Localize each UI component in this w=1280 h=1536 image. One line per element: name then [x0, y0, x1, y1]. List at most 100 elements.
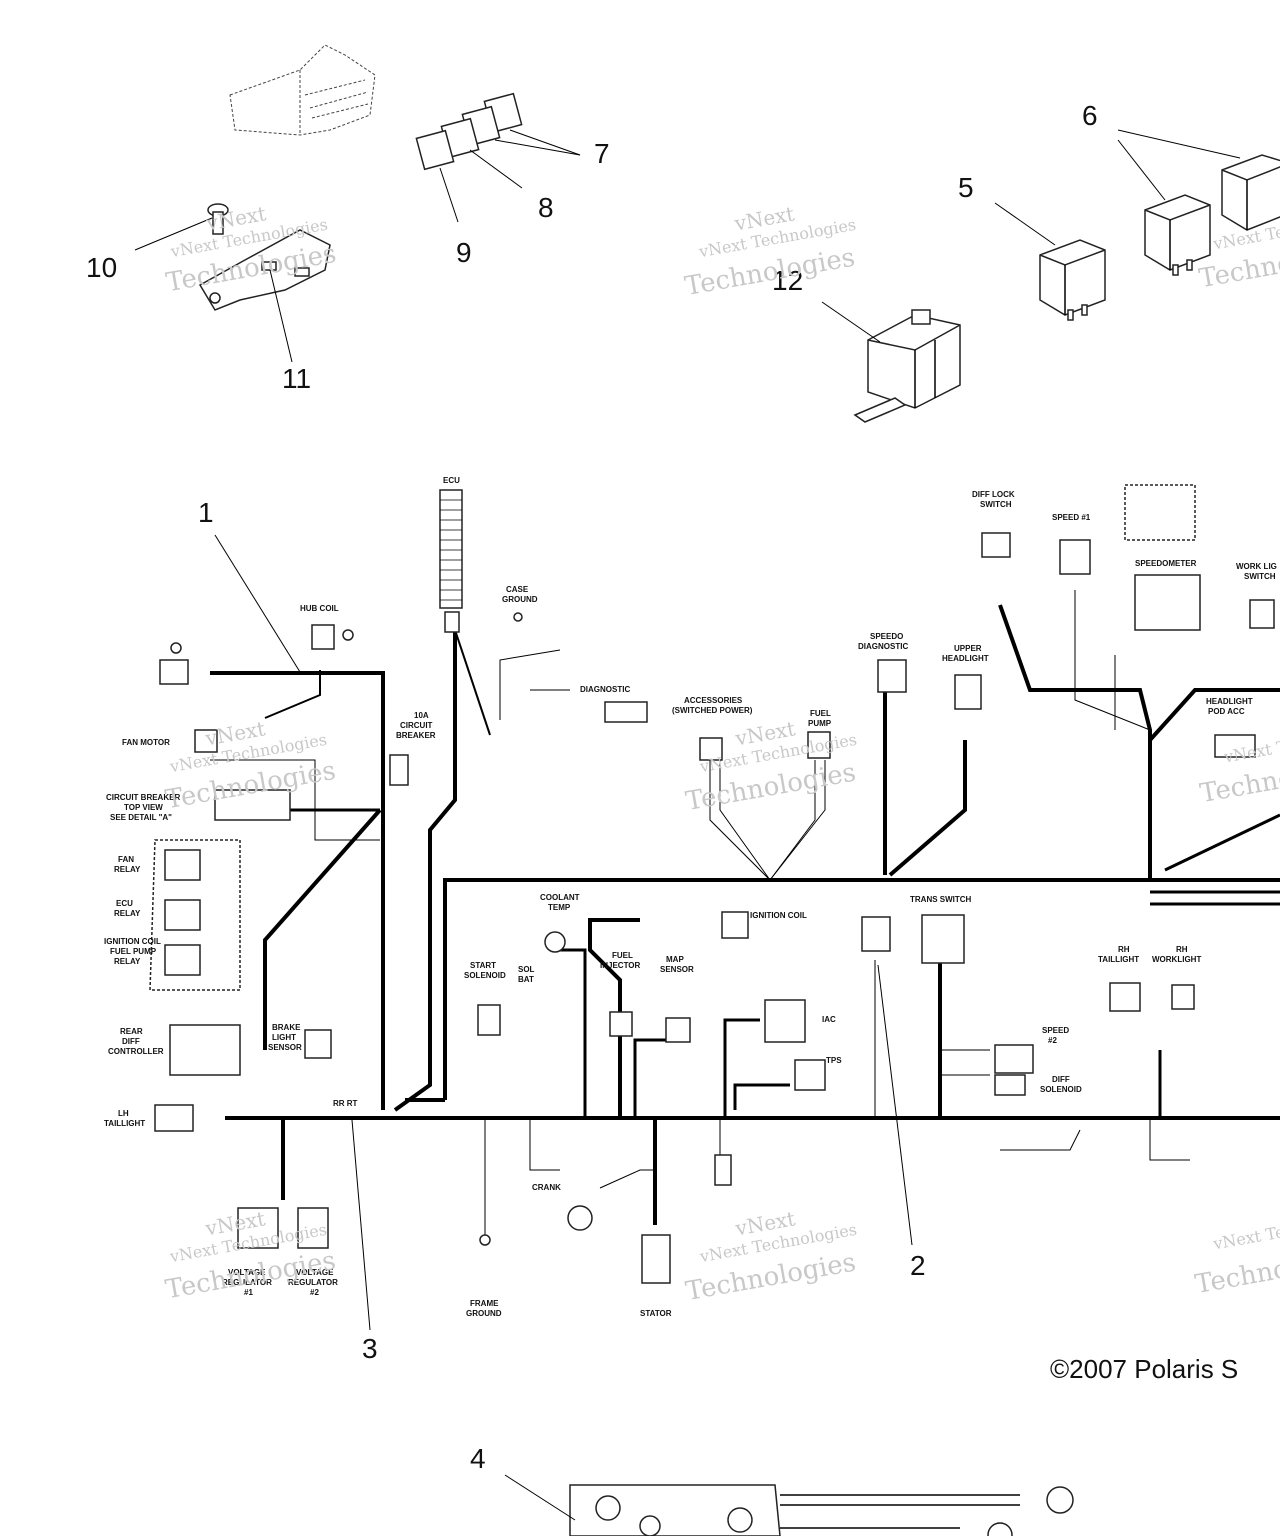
- label-headlight-pod-1: HEADLIGHT: [1206, 697, 1253, 706]
- relay-6-part-b: [1221, 154, 1280, 231]
- callout-10: 10: [86, 252, 117, 283]
- cb-10a-part: [389, 754, 409, 786]
- label-frame-ground-1: FRAME: [470, 1299, 499, 1308]
- label-coolant-2: TEMP: [548, 903, 571, 912]
- label-fan-relay-2: RELAY: [114, 865, 141, 874]
- label-vr2-1: VOLTAGE: [296, 1268, 334, 1277]
- relay-6-part-a: [1144, 194, 1211, 276]
- ignition-coil-connector: [721, 911, 749, 939]
- label-speedo-diag-1: SPEEDO: [870, 632, 903, 641]
- label-map-1: MAP: [666, 955, 684, 964]
- label-diff-sol-2: SOLENOID: [1040, 1085, 1082, 1094]
- label-brake-light-1: BRAKE: [272, 1023, 301, 1032]
- label-upper-headlight-1: UPPER: [954, 644, 982, 653]
- label-ign-relay-1: IGNITION COIL: [104, 937, 161, 946]
- fan-motor-connector: [194, 729, 218, 753]
- fuse-box-part: [229, 44, 376, 136]
- label-rr-rt: RR RT: [333, 1099, 358, 1108]
- label-tps: TPS: [826, 1056, 842, 1065]
- label-rh-tail-2: TAILLIGHT: [1098, 955, 1139, 964]
- label-frame-ground-2: GROUND: [466, 1309, 502, 1318]
- label-ign-relay-2: FUEL PUMP: [110, 947, 157, 956]
- label-iac: IAC: [822, 1015, 836, 1024]
- watermark-9: vNext Technologies Technologies: [1193, 1207, 1280, 1300]
- label-fan-relay-1: FAN: [118, 855, 134, 864]
- label-trans-switch: TRANS SWITCH: [910, 895, 972, 904]
- label-coolant-1: COOLANT: [540, 893, 580, 902]
- connector-2: [861, 916, 891, 952]
- label-ecu: ECU: [443, 476, 460, 485]
- tps-connector: [794, 1059, 826, 1091]
- label-rh-tail-1: RH: [1118, 945, 1130, 954]
- case-ground-symbol: [513, 612, 523, 622]
- circuit-breaker-block: [214, 789, 291, 821]
- label-sol-bat-1: SOL: [518, 965, 535, 974]
- bracket-11-part: [198, 229, 331, 311]
- accessories-connector: [699, 737, 723, 761]
- label-rear-diff-1: REAR: [120, 1027, 143, 1036]
- work-light-connector: [1249, 599, 1275, 629]
- callout-5: 5: [958, 172, 974, 203]
- ground-strap-4-part: [569, 1484, 1074, 1536]
- relay-12-part: [853, 309, 961, 423]
- label-circuit-breaker-1: CIRCUIT BREAKER: [106, 793, 180, 802]
- crank-connector: [567, 1205, 593, 1231]
- label-rh-work-2: WORKLIGHT: [1152, 955, 1201, 964]
- thin-wires: [210, 590, 1190, 1235]
- ecu-connector: [439, 489, 463, 633]
- label-circuit-breaker-2: TOP VIEW: [124, 803, 163, 812]
- label-speed2-1: SPEED: [1042, 1026, 1069, 1035]
- label-vr1-3: #1: [244, 1288, 253, 1297]
- label-cb-10a-2: CIRCUIT: [400, 721, 433, 730]
- start-solenoid-connector: [477, 1004, 501, 1036]
- label-speedometer: SPEEDOMETER: [1135, 559, 1197, 568]
- callout-9: 9: [456, 237, 472, 268]
- rh-taillight-connector: [1109, 982, 1141, 1012]
- stator-connector: [641, 1234, 671, 1284]
- frame-ground-symbol: [479, 1234, 491, 1246]
- label-fuel-pump-1: FUEL: [810, 709, 831, 718]
- fuel-pump-connector: [807, 731, 831, 759]
- diagnostic-connector: [604, 701, 648, 723]
- watermark-6: vNext Technologies Technologies: [1198, 720, 1280, 809]
- label-rh-work-1: RH: [1176, 945, 1188, 954]
- fan-relay-plug: [159, 642, 189, 685]
- label-fuel-pump-2: PUMP: [808, 719, 832, 728]
- copyright-text: ©2007 Polaris S: [1050, 1354, 1238, 1384]
- label-sol-bat-2: BAT: [518, 975, 534, 984]
- fuse-9-part: [415, 129, 455, 171]
- label-vr1-1: VOLTAGE: [228, 1268, 266, 1277]
- label-stator: STATOR: [640, 1309, 672, 1318]
- trans-switch-connector: [921, 914, 965, 964]
- label-crank: CRANK: [532, 1183, 561, 1192]
- label-upper-headlight-2: HEADLIGHT: [942, 654, 989, 663]
- label-diff-lock-1: DIFF LOCK: [972, 490, 1015, 499]
- rear-diff-controller-part: [169, 1024, 241, 1076]
- label-rear-diff-2: DIFF: [122, 1037, 140, 1046]
- watermark-2: vNext vNext Technologies Technologies: [683, 201, 858, 302]
- callout-6: 6: [1082, 100, 1098, 131]
- callout-3: 3: [362, 1333, 378, 1364]
- bolt-10-part: [207, 203, 229, 235]
- label-vr2-3: #2: [310, 1288, 319, 1297]
- speedo-diag-connector: [877, 659, 907, 693]
- callout-2: 2: [910, 1250, 926, 1281]
- callout-7: 7: [594, 138, 610, 169]
- label-headlight-pod-2: POD ACC: [1208, 707, 1245, 716]
- label-start-sol-2: SOLENOID: [464, 971, 506, 980]
- map-sensor-connector: [665, 1017, 691, 1043]
- label-vr2-2: REGULATOR: [288, 1278, 338, 1287]
- watermark-8: vNext vNext Technologies Technologies: [683, 1206, 858, 1307]
- diff-solenoid-connector: [994, 1074, 1026, 1096]
- svg-text:vNext Technologies: vNext Technologies: [1211, 1207, 1280, 1253]
- label-cb-10a-3: BREAKER: [396, 731, 436, 740]
- diff-lock-connector: [981, 532, 1011, 558]
- label-speed2-2: #2: [1048, 1036, 1057, 1045]
- speed1-connector: [1059, 539, 1091, 575]
- fuel-injector-connector: [609, 1011, 633, 1037]
- label-speedo-diag-2: DIAGNOSTIC: [858, 642, 908, 651]
- brake-light-connector: [304, 1029, 332, 1059]
- relay-5-part: [1039, 239, 1106, 321]
- callout-8: 8: [538, 192, 554, 223]
